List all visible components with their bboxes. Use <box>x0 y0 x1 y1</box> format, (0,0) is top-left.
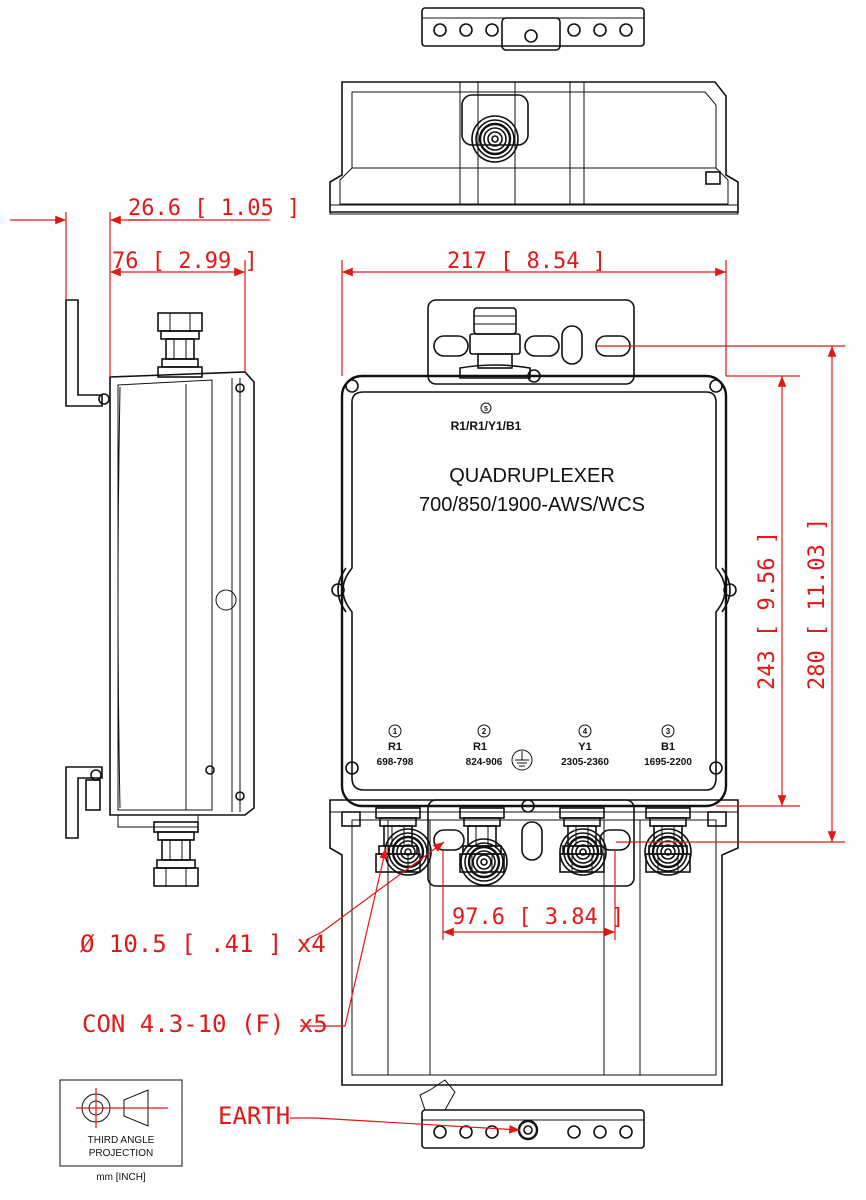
svg-text:824-906: 824-906 <box>466 757 503 768</box>
top-connector <box>461 94 529 164</box>
side-view <box>65 299 255 887</box>
front-cover-panel <box>342 391 726 791</box>
dimension-lines: 26.6 [ 1.05 ] 76 [ 2.99 ] 217 [ 8.54 ] 2… <box>10 196 845 940</box>
ground-icon <box>511 749 533 771</box>
front-mount-bracket <box>427 299 635 887</box>
legend-line-2: PROJECTION <box>89 1148 153 1159</box>
svg-text:698-798: 698-798 <box>377 757 414 768</box>
dim-hole-spacing: 97.6 [ 3.84 ] <box>452 905 624 930</box>
port-4-label: 4 Y1 2305-2360 <box>561 724 609 768</box>
earth-terminal <box>517 1119 539 1141</box>
top-mount-bracket <box>421 7 645 51</box>
dim-depth: 76 [ 2.99 ] <box>112 249 258 274</box>
svg-text:R1: R1 <box>388 741 402 753</box>
connectors-callout: CON 4.3-10 (F) x5 <box>82 1010 328 1038</box>
port-5-label: 5 R1/R1/Y1/B1 <box>451 402 522 433</box>
product-subtitle: 700/850/1900-AWS/WCS <box>419 494 645 516</box>
svg-text:2: 2 <box>482 727 487 736</box>
port-5-number: 5 <box>484 406 488 413</box>
product-title: QUADRUPLEXER <box>449 465 615 487</box>
svg-text:1695-2200: 1695-2200 <box>644 757 692 768</box>
side-mount-bracket <box>65 299 110 839</box>
port-2-label: 2 R1 824-906 <box>466 724 503 768</box>
holes-callout: Ø 10.5 [ .41 ] x4 <box>80 930 326 958</box>
side-bottom-connector <box>117 814 199 887</box>
svg-text:4: 4 <box>583 727 588 736</box>
side-top-connector <box>157 312 203 378</box>
bottom-view <box>329 799 739 1149</box>
callouts: Ø 10.5 [ .41 ] x4 CON 4.3-10 (F) x5 EART… <box>80 841 521 1134</box>
bottom-housing-outline <box>329 799 739 1086</box>
port-5-name: R1/R1/Y1/B1 <box>451 419 522 433</box>
svg-text:2305-2360: 2305-2360 <box>561 757 609 768</box>
svg-text:B1: B1 <box>661 741 675 753</box>
dim-overall-height: 280 [ 11.03 ] <box>805 518 830 690</box>
bottom-mount-bracket <box>421 1109 645 1149</box>
port-3-label: 3 B1 1695-2200 <box>644 724 692 768</box>
earth-callout: EARTH <box>218 1102 290 1130</box>
dim-body-height: 243 [ 9.56 ] <box>755 531 780 690</box>
port-1-label: 1 R1 698-798 <box>377 724 414 768</box>
svg-text:3: 3 <box>666 727 671 736</box>
svg-text:1: 1 <box>393 727 398 736</box>
front-top-connector <box>459 307 531 379</box>
legend-units: mm [INCH] <box>96 1172 146 1183</box>
legend-line-1: THIRD ANGLE <box>88 1135 155 1146</box>
front-view: 5 R1/R1/Y1/B1 QUADRUPLEXER 700/850/1900-… <box>331 299 737 887</box>
projection-legend: THIRD ANGLE PROJECTION mm [INCH] <box>59 1079 183 1183</box>
svg-text:Y1: Y1 <box>578 741 591 753</box>
dim-width: 217 [ 8.54 ] <box>447 249 606 274</box>
svg-text:R1: R1 <box>473 741 487 753</box>
third-angle-projection-icon <box>76 1088 168 1128</box>
dim-bracket-offset: 26.6 [ 1.05 ] <box>128 196 300 221</box>
top-view <box>329 7 739 215</box>
top-housing-outline <box>329 81 739 213</box>
